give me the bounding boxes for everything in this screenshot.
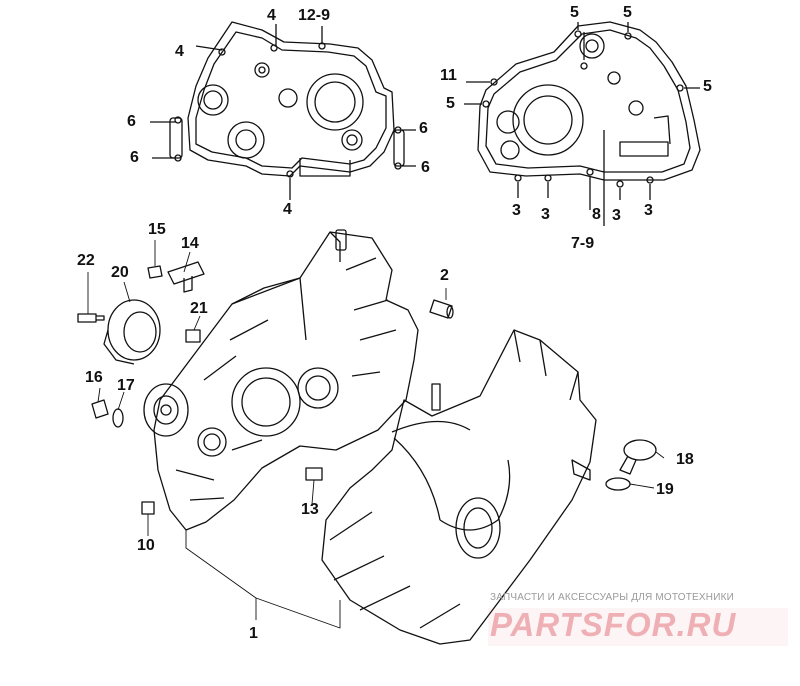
callout-7-9: 7-9 [571,235,595,252]
washer-17 [112,408,124,428]
oil-pipe-14 [167,261,205,293]
callout-5: 5 [446,95,455,112]
callout-13: 13 [301,501,319,518]
callout-5: 5 [623,4,632,21]
drain-plug-16 [91,399,109,419]
dowel-13 [305,467,323,481]
callout-3: 3 [612,207,621,224]
callout-12-9: 12-9 [298,7,331,24]
callout-1: 1 [249,625,258,642]
callout-3: 3 [644,202,653,219]
callout-4: 4 [283,201,292,218]
watermark-brand: PARTSFOR.RU [490,606,737,643]
watermark-subtitle: ЗАПЧАСТИ И АКСЕССУАРЫ ДЛЯ МОТОТЕХНИКИ [490,592,735,603]
callout-6: 6 [130,149,139,166]
dowel-pin-2 [429,299,454,319]
right-case-gasket-view [464,21,701,226]
callout-22: 22 [77,252,95,269]
callout-10: 10 [137,537,155,554]
callout-6: 6 [419,120,428,137]
leader-lines [87,240,665,629]
callout-5: 5 [703,78,712,95]
oil-cap-18 [619,439,657,475]
callout-5: 5 [570,4,579,21]
callout-3: 3 [541,206,550,223]
callout-6: 6 [127,113,136,130]
o-ring-19 [605,477,631,491]
callout-4: 4 [175,43,184,60]
watermark-logo [488,608,788,646]
callout-15: 15 [148,221,166,238]
callout-20: 20 [111,264,129,281]
plug-10 [141,501,155,515]
dowel-21 [185,329,201,343]
callout-8: 8 [592,206,601,223]
left-case-gasket-view [150,21,416,200]
callout-18: 18 [676,451,694,468]
left-crankcase-half [143,229,419,531]
bolt-15 [147,265,163,279]
right-crankcase-half [321,329,597,645]
callout-19: 19 [656,481,674,498]
bolt-22 [77,313,105,323]
callout-3: 3 [512,202,521,219]
callout-17: 17 [117,377,135,394]
callout-16: 16 [85,369,103,386]
cover-20 [103,299,161,365]
callout-21: 21 [190,300,208,317]
callout-4: 4 [267,7,276,24]
callout-6: 6 [421,159,430,176]
callout-2: 2 [440,267,449,284]
callout-14: 14 [181,235,199,252]
callout-11: 11 [440,67,457,84]
